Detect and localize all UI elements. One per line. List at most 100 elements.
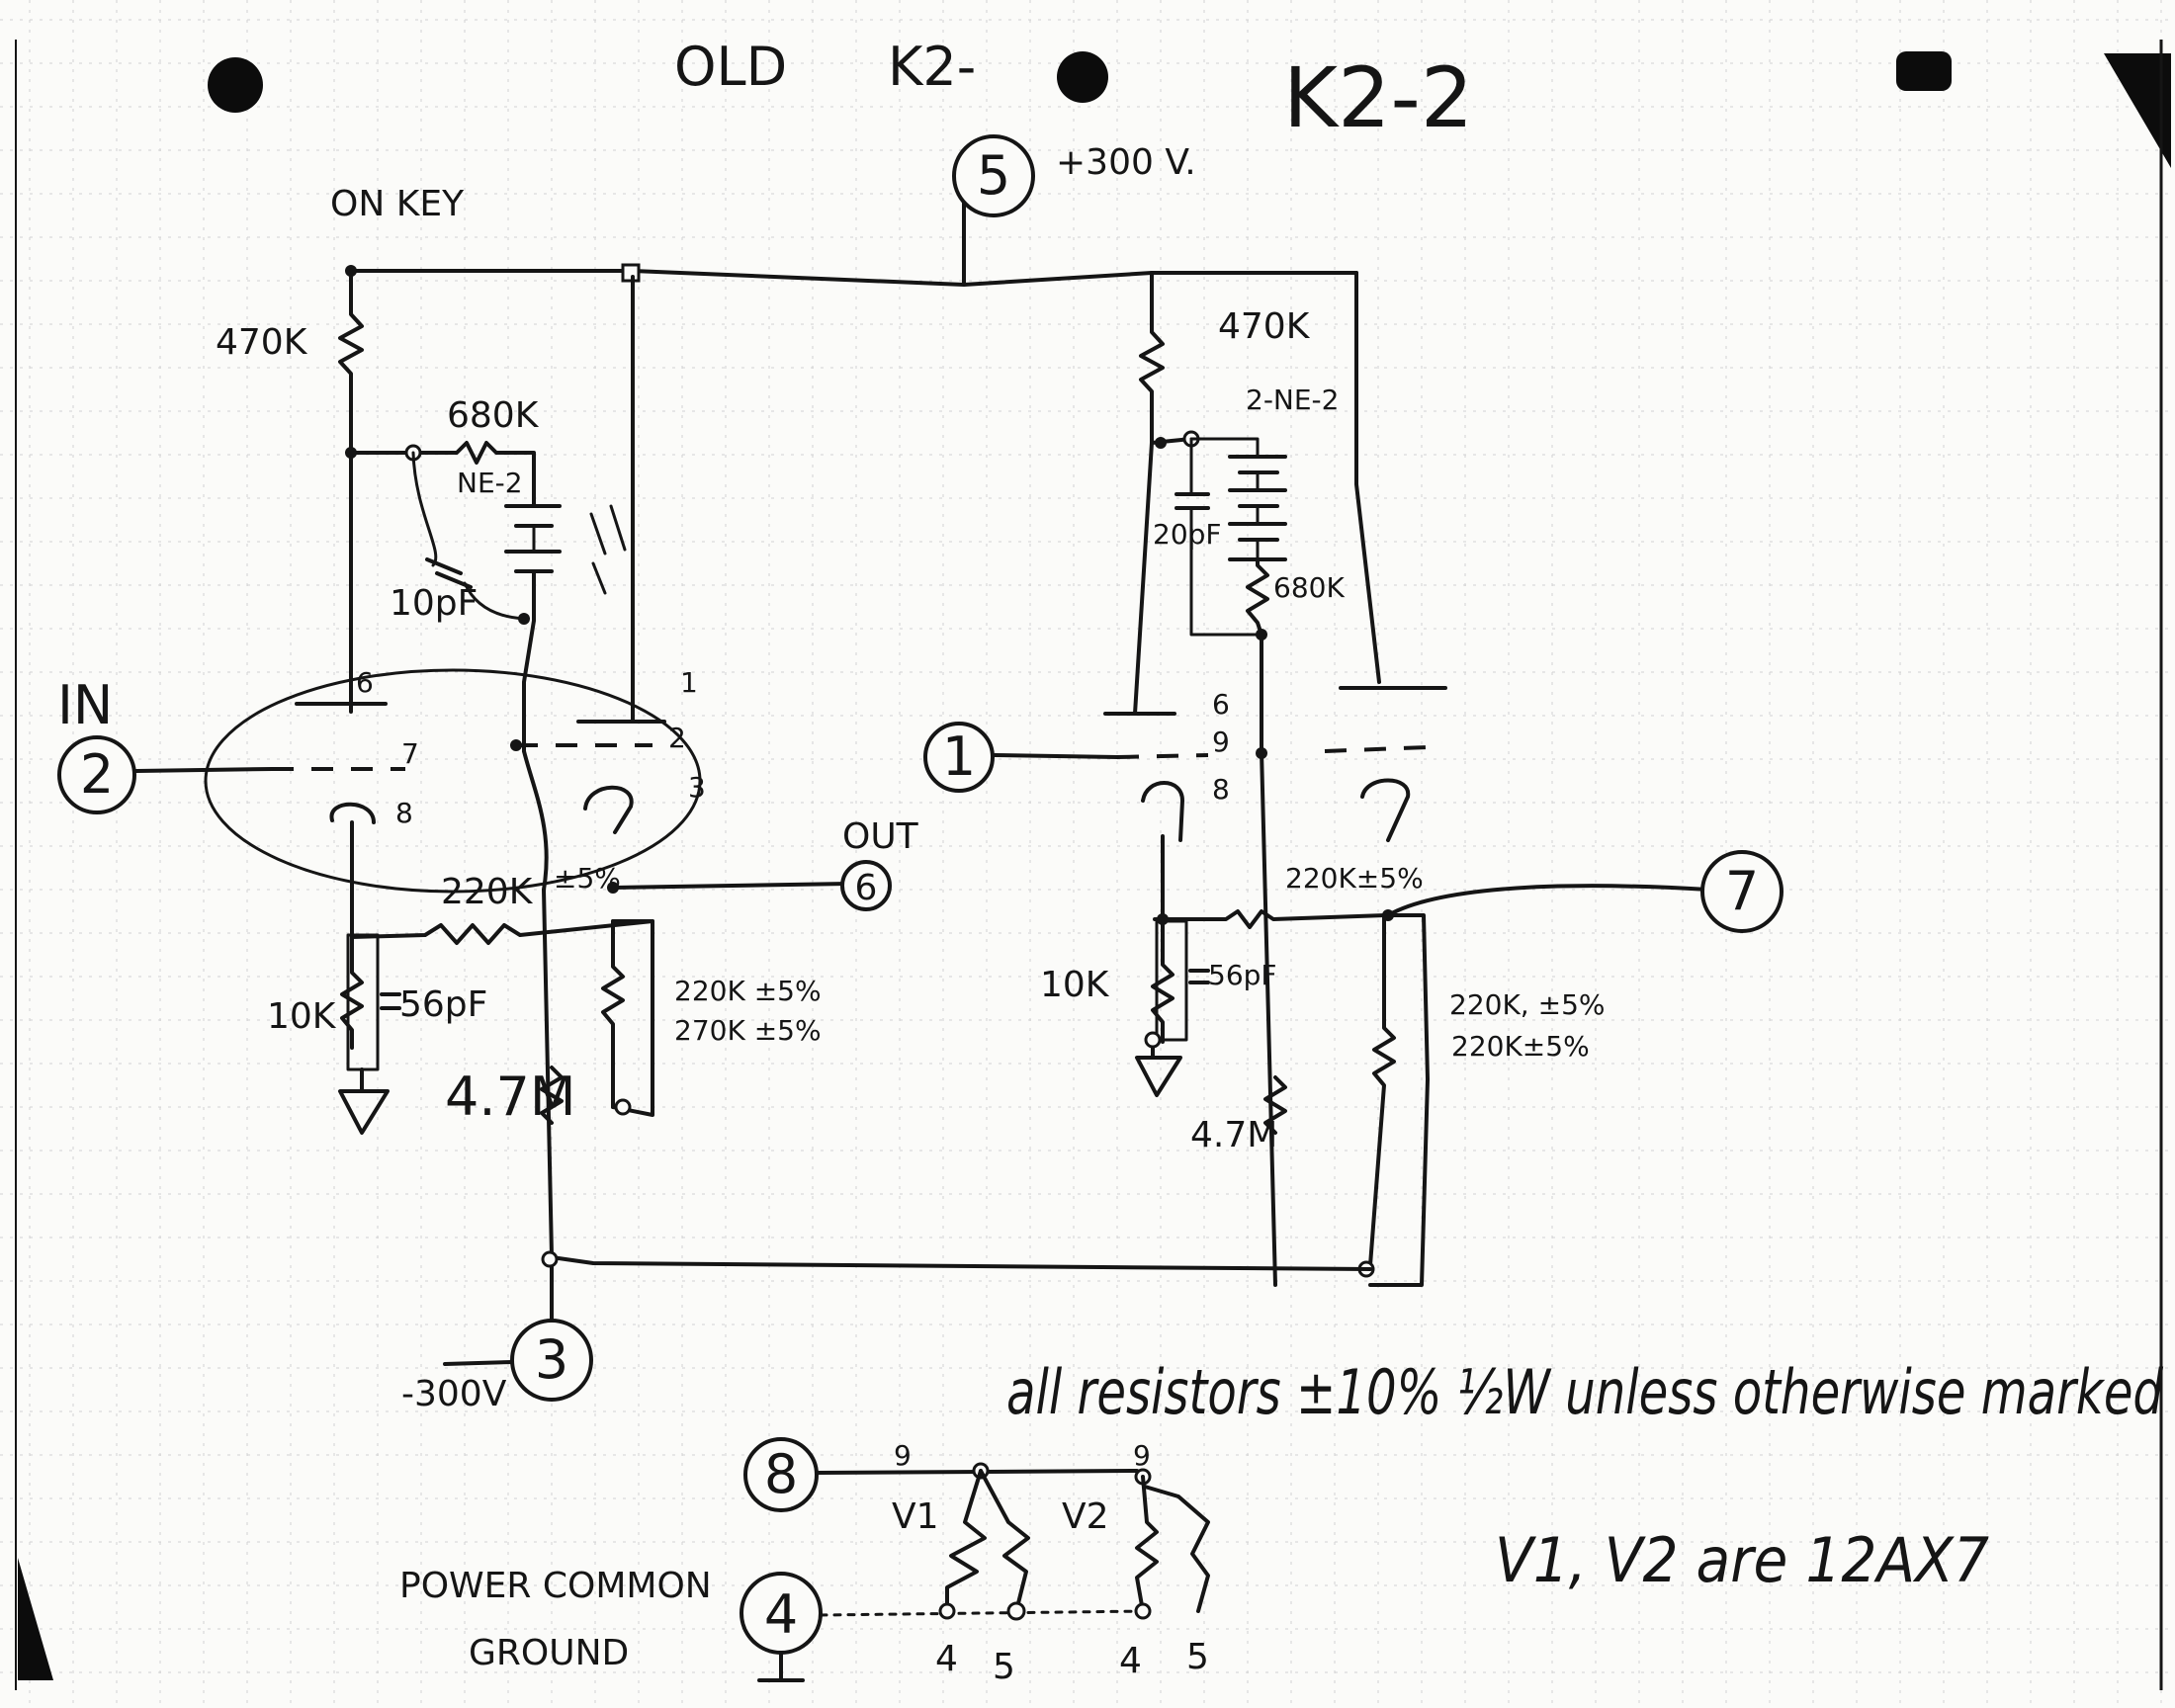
v1-heater-a [945, 1469, 987, 1613]
left-ground-symbol [338, 1089, 390, 1135]
tube-v1-envelope [204, 668, 702, 894]
right-plate-resistor [1133, 271, 1165, 716]
right-divider-resistor-b [1368, 913, 1430, 1287]
in-wire [134, 767, 274, 773]
left-plate-resistor [338, 269, 364, 714]
node-8-label: 8 [764, 1443, 798, 1505]
junction-dot-open [614, 1098, 632, 1116]
left-ground-resistor [340, 935, 364, 1050]
right-plate-b-lead [1354, 271, 1381, 684]
on-key-label: ON KEY [330, 184, 465, 224]
node-2-label: 2 [80, 743, 114, 806]
right-bias-resistor-label: 220K±5% [1285, 862, 1424, 895]
b-plus-rail-left [349, 269, 1154, 287]
left-divider-a-label: 220K ±5% [674, 975, 822, 1007]
v1-cathode-b [583, 785, 634, 834]
node-6-label: 6 [855, 868, 878, 908]
left-divider-resistor-a [601, 919, 625, 1109]
left-series-resistor-label: 680K [447, 395, 540, 436]
node-1-label: 1 [942, 726, 976, 788]
old-label: OLD [674, 36, 787, 98]
left-ground-resistor-label: 10K [267, 996, 337, 1037]
right-series-resistor [1246, 557, 1277, 1287]
junction-dot [1256, 629, 1267, 640]
v1-pin-8: 8 [395, 797, 413, 829]
node-3-label: 3 [535, 1328, 568, 1391]
right-ground-cap-label: 56pF [1208, 959, 1277, 991]
heater-pin-4a: 4 [935, 1639, 958, 1679]
right-neon-label: 2-NE-2 [1246, 384, 1339, 416]
binder-holes [15, 40, 2171, 1690]
old-title: K2- [888, 36, 976, 98]
left-cathode-resistor [540, 1066, 564, 1125]
right-bottom-wire [1100, 1265, 1372, 1271]
neg-supply-voltage: -300V [401, 1374, 507, 1414]
right-cap-label: 20pF [1153, 518, 1222, 551]
heater-ground-symbol [757, 1651, 805, 1682]
v1-heater-b [979, 1469, 1030, 1613]
node-7-label: 7 [1725, 860, 1759, 922]
left-cap-lead-a [411, 451, 438, 567]
in-label: IN [57, 674, 113, 736]
left-bias-resistor-label: 220K [441, 872, 534, 912]
out-label: OUT [842, 816, 919, 857]
v1-plate-to-divider [522, 749, 554, 1269]
tolerance-note: all resistors ±10% ½W unless otherwise m… [1006, 1356, 2163, 1428]
left-ground-cap-label: 56pF [399, 984, 487, 1025]
right-cathode-resistor-label: 4.7M [1190, 1115, 1277, 1155]
left-bias-resistor [350, 919, 654, 945]
v1-cathode-a [329, 802, 376, 824]
junction-dot [510, 739, 522, 751]
node-1 [923, 722, 995, 793]
v2-heater-a [1135, 1475, 1159, 1613]
v2-heater-pin-9: 9 [1133, 1439, 1151, 1472]
right-cap-lead-b [1189, 506, 1263, 637]
right-ground-resistor [1151, 917, 1174, 1044]
right-in-wire [993, 753, 1119, 759]
right-divider-b-label: 220K±5% [1451, 1030, 1590, 1063]
heater-v2-label: V2 [1062, 1496, 1109, 1537]
punch-hole-mid [1057, 51, 1108, 103]
heater-pin-dot [1134, 1602, 1152, 1620]
v2-pin-8: 8 [1212, 773, 1230, 806]
v1-pin-2: 2 [668, 722, 686, 754]
punch-hole-right [1896, 51, 1952, 91]
v1-pin-6: 6 [356, 666, 374, 699]
left-cap-label: 10pF [390, 583, 478, 624]
junction-dot [1256, 747, 1267, 759]
heater-pin-4b: 4 [1119, 1641, 1142, 1681]
left-divider-b-label: 270K ±5% [674, 1014, 822, 1047]
left-neon-label: NE-2 [457, 467, 523, 499]
page-title: K2-2 [1283, 49, 1473, 146]
left-neon-lamp [504, 504, 627, 595]
node-4-label: 4 [764, 1583, 798, 1646]
right-series-resistor-label: 680K [1273, 571, 1345, 604]
node-6 [840, 860, 892, 911]
left-series-resistor [349, 441, 536, 508]
left-neon-to-plate [522, 569, 536, 753]
right-ground-resistor-label: 10K [1040, 965, 1110, 1005]
v2-cathode-a [1141, 781, 1184, 842]
junction-dot [345, 447, 357, 459]
v2-grid-b [1324, 745, 1429, 753]
v1-heater-pin-9: 9 [894, 1439, 912, 1472]
heater-pin-dot [938, 1602, 956, 1620]
ground-label: GROUND [469, 1633, 629, 1673]
out-wire [611, 882, 850, 890]
v2-cathode-b [1360, 778, 1411, 842]
supply-voltage: +300 V. [1056, 142, 1196, 183]
neg-supply-stub [443, 1360, 514, 1366]
left-cap-plate-a [425, 557, 463, 575]
node-5-label: 5 [977, 144, 1010, 207]
scan-corner-mark-top [2104, 53, 2171, 168]
left-cap-lead-b [463, 581, 526, 621]
tube-note: V1, V2 are 12AX7 [1495, 1524, 1989, 1596]
junction-dot-open [1144, 1031, 1162, 1049]
left-plate-resistor-label: 470K [216, 322, 308, 363]
junction-dot-open [541, 1250, 559, 1268]
heater-bottom-wire [819, 1609, 1149, 1617]
v2-grid-a [1116, 753, 1209, 759]
